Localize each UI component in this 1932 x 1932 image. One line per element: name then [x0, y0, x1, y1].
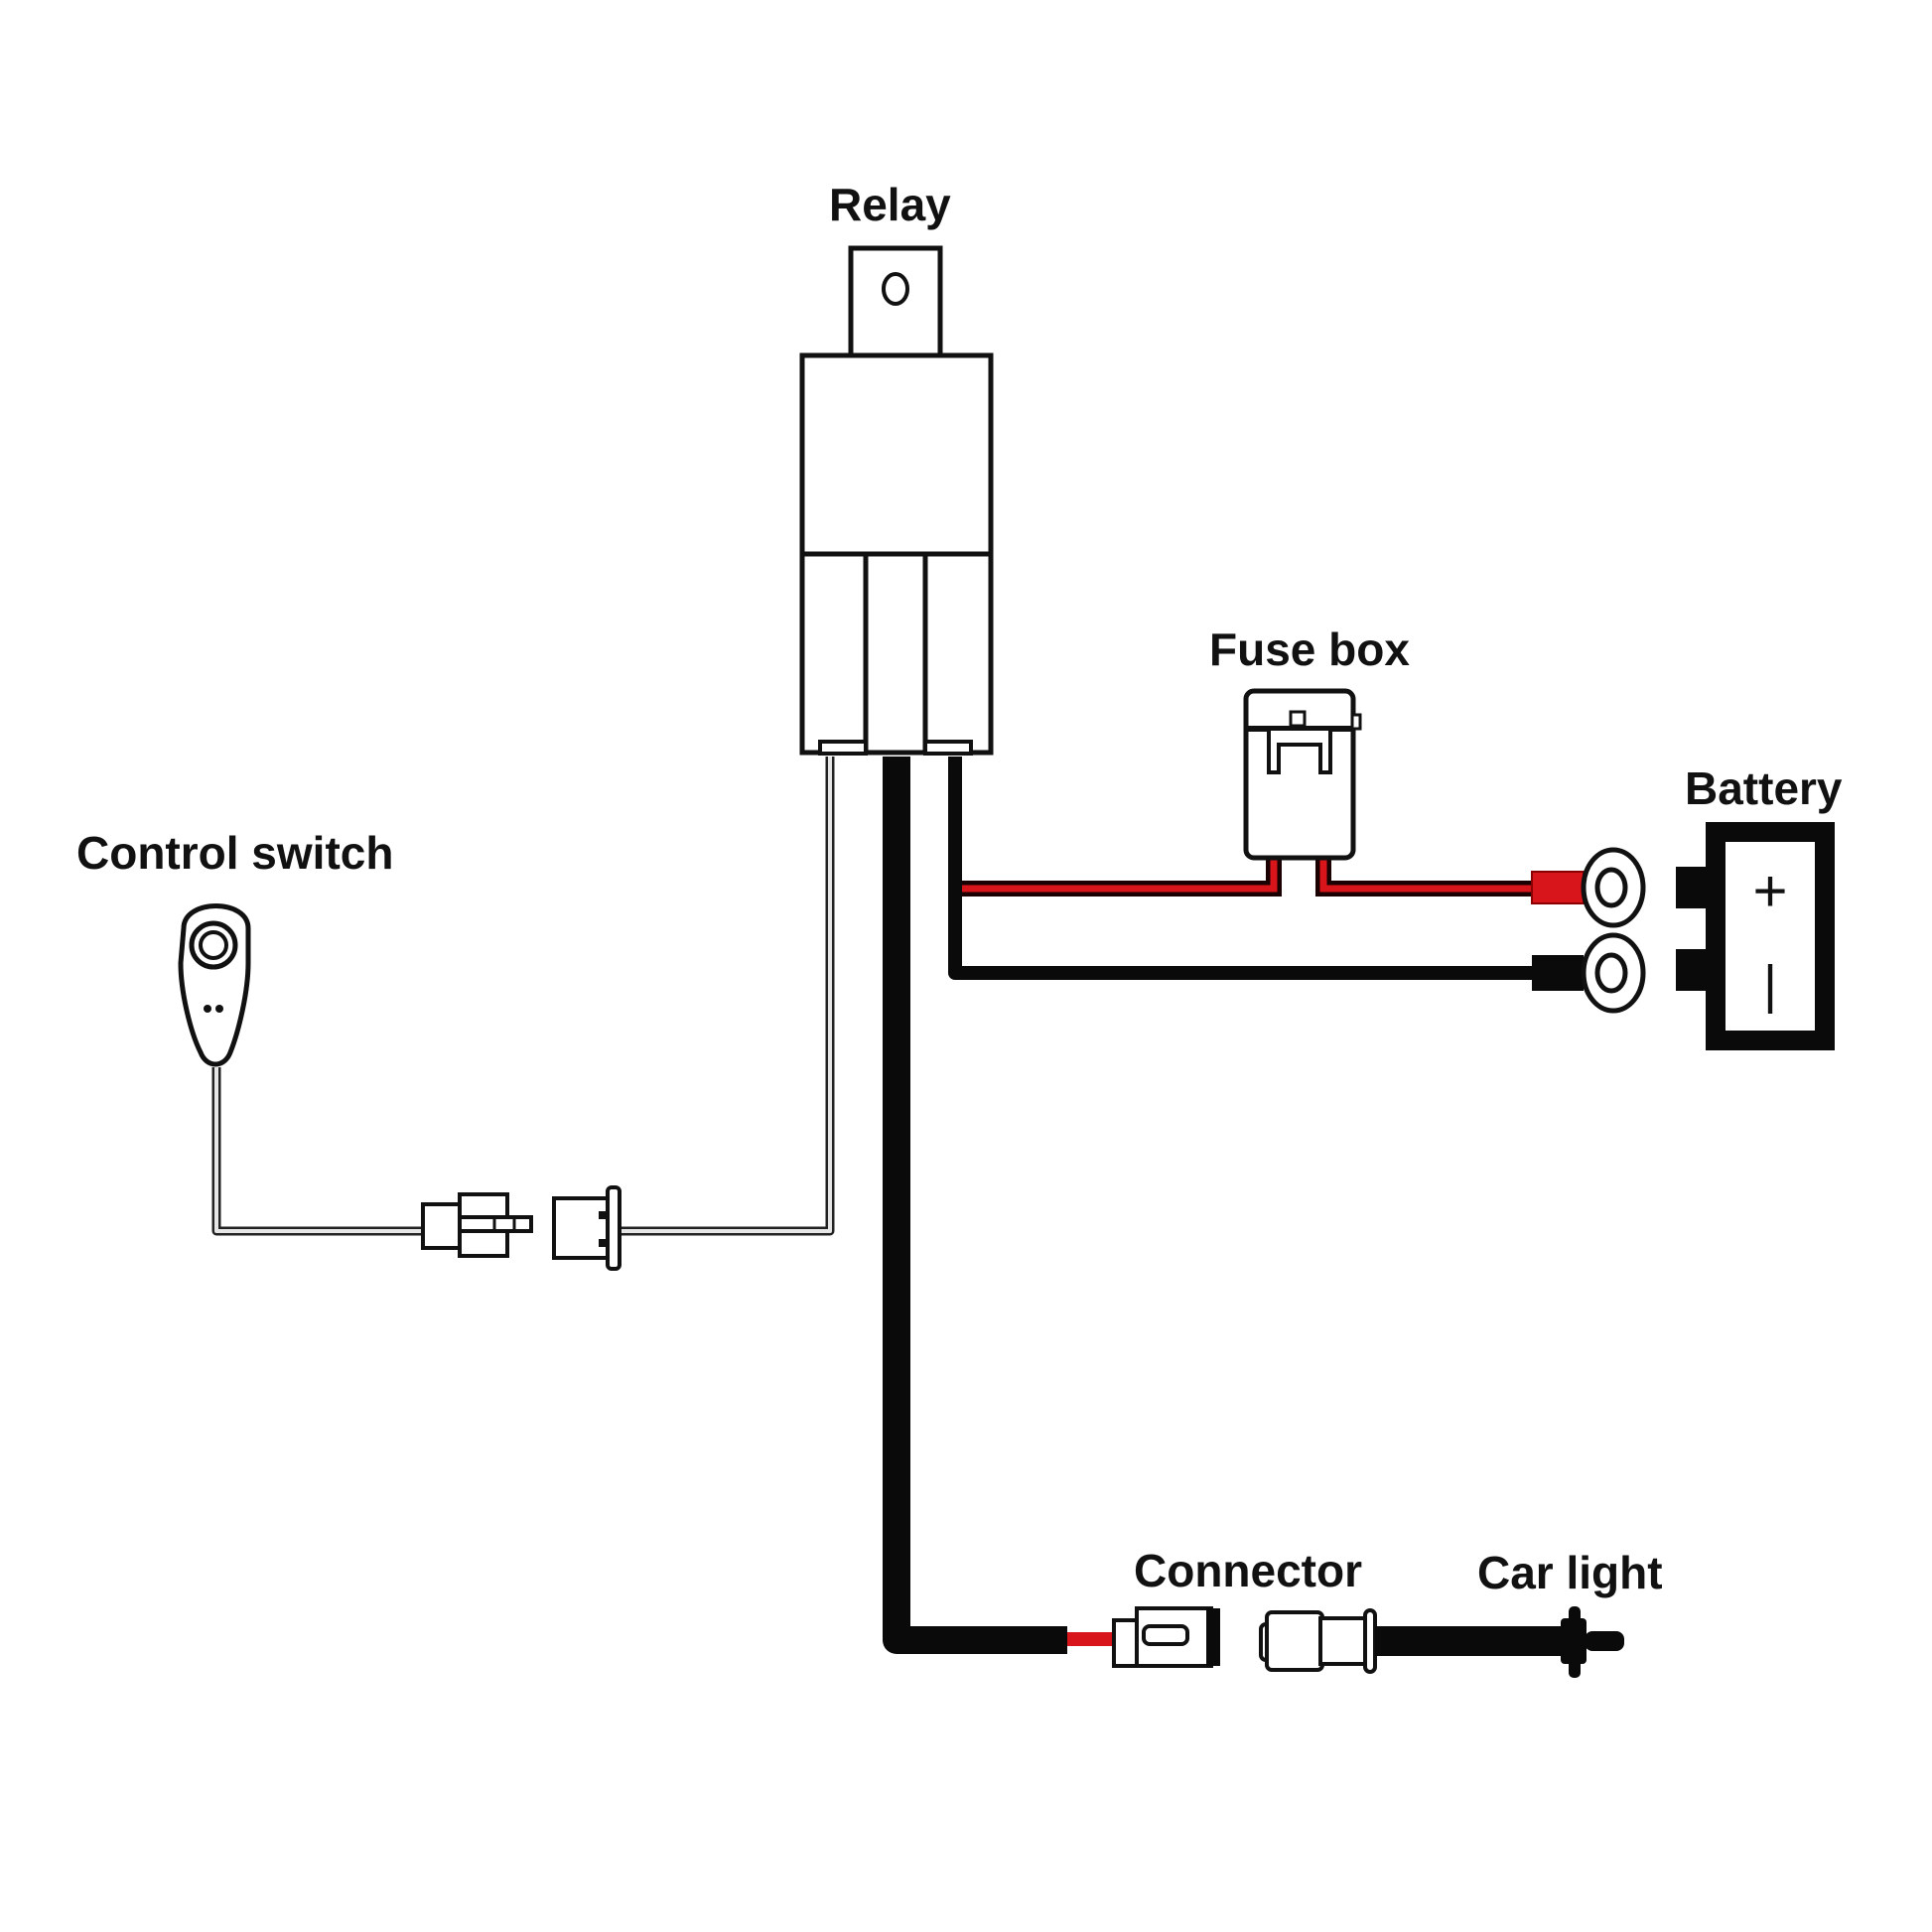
positive-ring-terminal — [1531, 847, 1646, 928]
positive-wire — [962, 856, 1539, 897]
fuse-box — [1243, 688, 1362, 861]
relay-label: Relay — [829, 179, 951, 230]
negative-crimp-sleeve — [1532, 955, 1584, 991]
fuse-box-side-tab — [1350, 713, 1362, 731]
relay-body — [799, 352, 994, 557]
connector-label: Connector — [1134, 1545, 1362, 1596]
battery-positive-symbol: + — [1752, 858, 1787, 924]
connector-female — [1259, 1608, 1377, 1674]
negative-ring-terminal — [1532, 932, 1646, 1014]
light-wire-red-core — [1067, 1632, 1117, 1646]
fuse-box-latch — [1289, 710, 1307, 728]
battery-negative-symbol: | — [1763, 955, 1777, 1015]
car-light-flange — [1569, 1606, 1581, 1678]
battery-body — [1706, 822, 1835, 1050]
car-light-bolt — [1585, 1631, 1624, 1651]
relay-pin-left — [818, 740, 868, 756]
relay — [799, 245, 994, 756]
car-light-label: Car light — [1477, 1547, 1663, 1598]
ground-wire — [948, 757, 1539, 980]
connector-male — [1112, 1606, 1220, 1668]
relay-base — [799, 551, 994, 756]
positive-crimp-sleeve — [1531, 871, 1585, 904]
relay-mount-hole — [882, 272, 909, 306]
car-light — [1375, 1606, 1624, 1678]
output-wire — [883, 757, 1067, 1654]
fuse-box-label: Fuse box — [1209, 623, 1410, 675]
control-switch-led-dot — [204, 1005, 211, 1013]
switch-connector-male — [421, 1192, 533, 1258]
control-switch — [178, 903, 251, 1067]
control-switch-led-dot — [215, 1005, 223, 1013]
switch-wire — [211, 757, 835, 1236]
car-light-cable — [1375, 1626, 1574, 1656]
relay-pin-right — [923, 740, 973, 756]
control-switch-button-inner — [199, 930, 228, 960]
battery: + | — [1676, 822, 1835, 1050]
battery-label: Battery — [1685, 762, 1843, 814]
control-switch-label: Control switch — [76, 827, 393, 879]
fuse-icon — [1267, 731, 1332, 774]
switch-connector-female — [552, 1185, 621, 1271]
